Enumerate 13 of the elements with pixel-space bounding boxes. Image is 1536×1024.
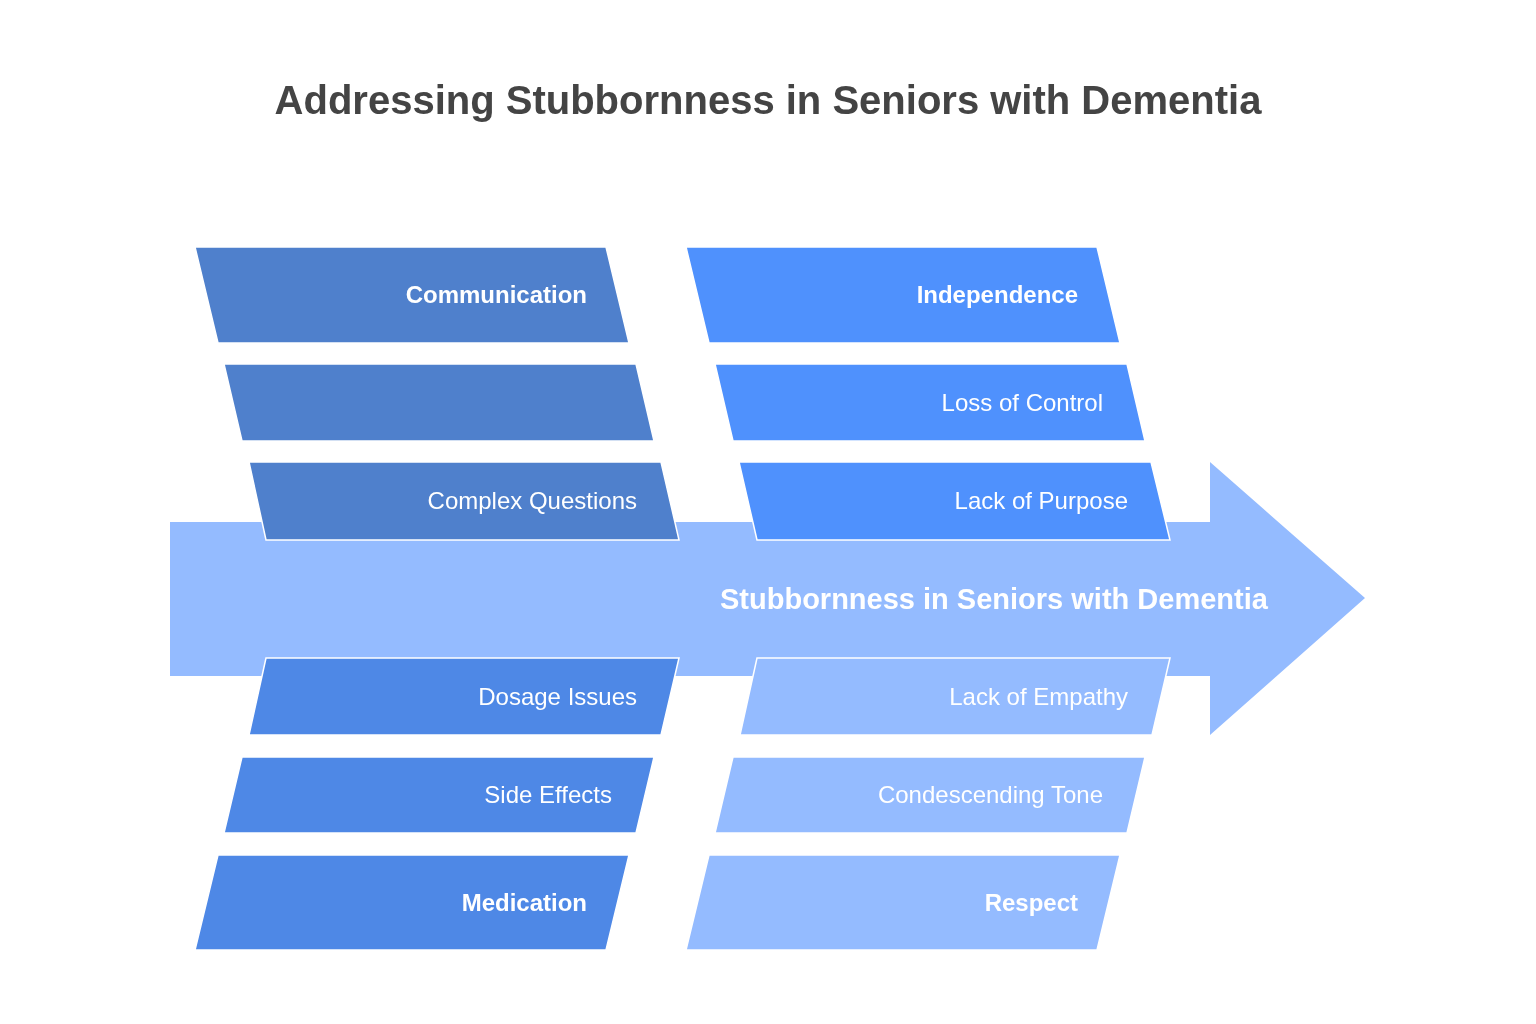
category-label: Complex Questions [427, 487, 637, 515]
category-label: Respect [984, 888, 1078, 917]
category-label: Lack of Purpose [954, 487, 1128, 515]
category-label: Medication [461, 888, 587, 917]
diagram-title: Addressing Stubbornness in Seniors with Dementia [273, 78, 1263, 123]
category-label: Dosage Issues [478, 682, 637, 711]
category-label: Lack of Empathy [949, 682, 1128, 711]
category-label: Communication [405, 281, 587, 309]
problem-label: Stubbornness in Seniors with Dementia [720, 582, 1268, 615]
category-label: Loss of Control [941, 388, 1103, 417]
category-label: Independence [916, 281, 1078, 309]
category-label: Side Effects [484, 781, 612, 809]
category-label: Condescending Tone [877, 781, 1103, 809]
